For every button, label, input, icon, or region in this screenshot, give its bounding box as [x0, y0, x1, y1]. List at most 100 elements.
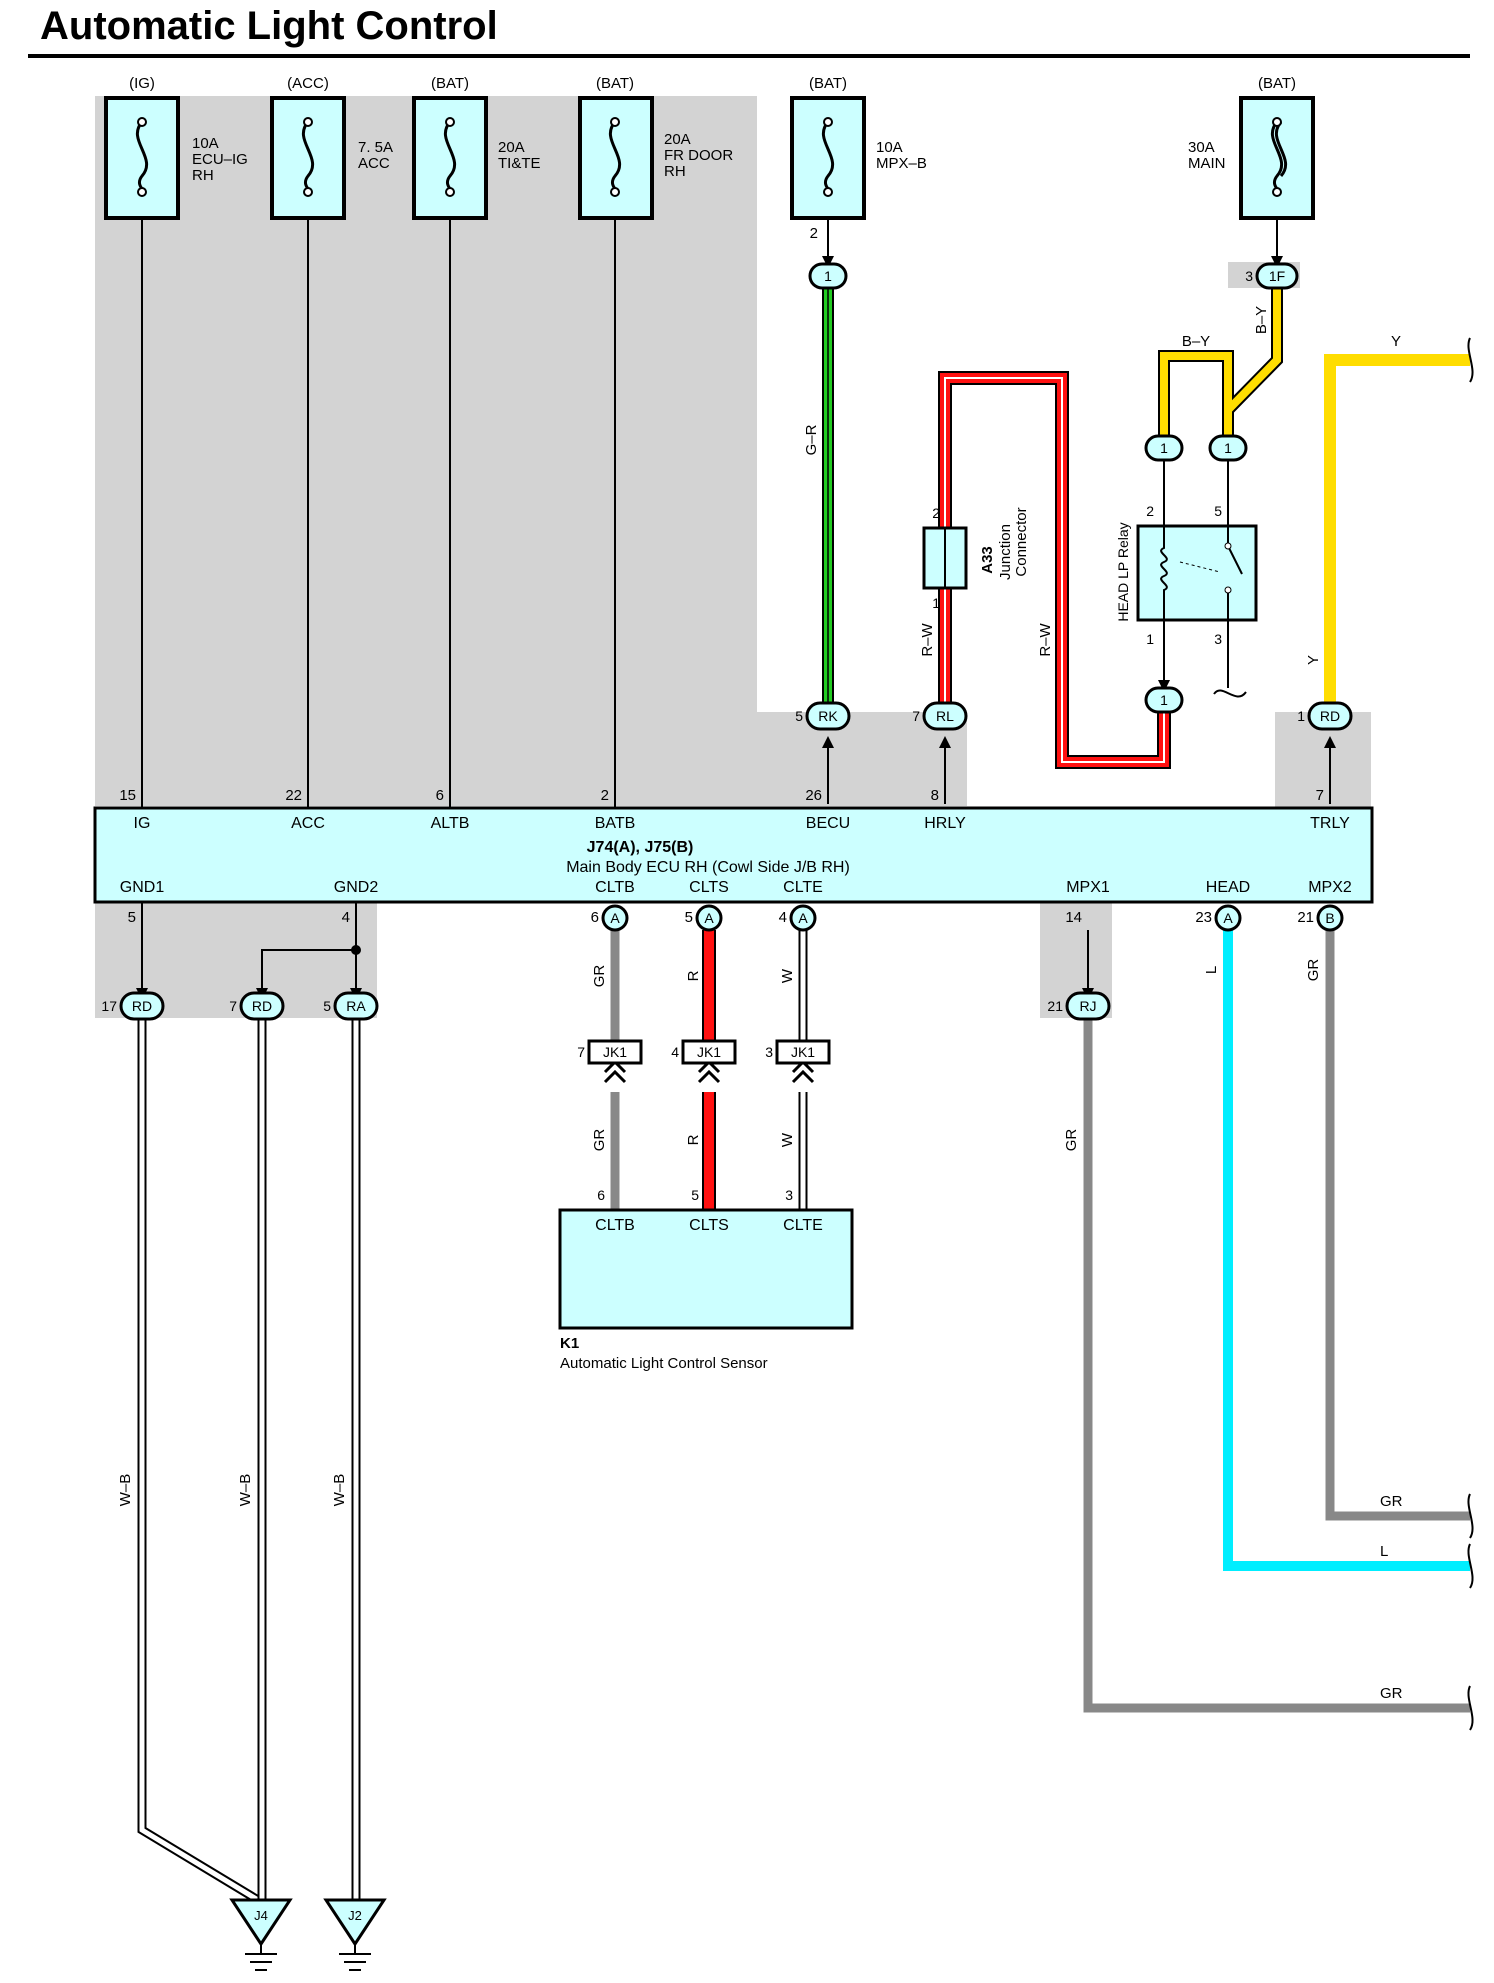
fuse-titemp: (BAT) 20A TI&TE — [412, 75, 541, 220]
ecu-pin-number: 6 — [591, 909, 599, 926]
ecu-pin-number: 26 — [805, 787, 822, 804]
ground-icon — [245, 1944, 277, 1971]
relay-coil-icon — [1160, 526, 1168, 620]
light-control-sensor: 6 5 3 CLTB CLTS CLTE K1 Automatic Light … — [558, 1187, 854, 1372]
connector-badge — [601, 904, 629, 932]
pin-number: 3 — [1214, 631, 1222, 647]
ecu-terminal-label: HRLY — [924, 815, 966, 832]
connector-pin: 5 — [323, 998, 331, 1014]
connector-code: RK — [818, 708, 838, 724]
ecu-pin-number: 6 — [436, 787, 444, 804]
connector-pin: 7 — [577, 1044, 585, 1060]
splice-dot — [351, 945, 361, 955]
pin-number: 2 — [1146, 503, 1154, 519]
connector-code: RA — [346, 998, 366, 1014]
ecu-pin-number: 7 — [1316, 787, 1324, 804]
wire-r-w — [938, 371, 1171, 769]
connector-body — [1255, 262, 1299, 290]
connector-code: RD — [132, 998, 152, 1014]
ecu-terminal-group: 15IG22ACC6ALTB2BATB26BECU8HRLY7TRLYGND15… — [119, 787, 1352, 932]
junction-id: A33 — [979, 546, 996, 574]
connector-pin: 17 — [101, 998, 117, 1014]
connector-relay-in2: 1 — [1144, 434, 1184, 462]
fuse-ig: (IG) 10A ECU–IG RH — [104, 75, 248, 220]
fuse-supply: (IG) — [129, 75, 155, 92]
ground-id: J2 — [348, 1908, 362, 1923]
fuse-group: (IG) 10A ECU–IG RH (ACC) 7. 5A ACC (BAT)… — [104, 75, 1315, 220]
wire-label: R — [685, 970, 702, 981]
fuse-mpxb: (BAT) 10A MPX–B — [790, 75, 927, 220]
wire-label: W–B — [117, 1474, 134, 1507]
fuse-name-2: RH — [192, 167, 214, 184]
fuse-box — [578, 96, 654, 220]
sensor-name: Automatic Light Control Sensor — [560, 1355, 768, 1372]
connector-code: A — [704, 910, 714, 926]
connector-body — [1208, 434, 1248, 462]
pin-number: 2 — [932, 505, 940, 521]
connector-body — [119, 991, 165, 1021]
connector-body — [333, 991, 379, 1021]
connector-relay-in5: 1 — [1208, 434, 1248, 462]
connector-body — [1065, 991, 1111, 1021]
connector-ra: RA 5 — [323, 991, 379, 1021]
ecu-terminal-label: ALTB — [431, 815, 470, 832]
ecu-pin-number: 14 — [1065, 909, 1082, 926]
ground-id: J4 — [254, 1908, 268, 1923]
connector-body — [775, 1039, 831, 1065]
wire-label: GR — [1380, 1493, 1403, 1510]
connector-code: RD — [1320, 708, 1340, 724]
ecu-terminal-label: MPX2 — [1308, 879, 1352, 896]
wire-label: R–W — [919, 622, 936, 656]
connector-pin: 1 — [1297, 708, 1305, 724]
ground-j2: J2 — [323, 1898, 387, 1971]
wires-sensor — [610, 930, 808, 1210]
connector-code: B — [1325, 910, 1334, 926]
ground-icon — [339, 1944, 371, 1971]
ecu-pin-number: 4 — [342, 909, 350, 926]
fuse-box — [104, 96, 180, 220]
pin-number: 3 — [785, 1187, 793, 1203]
ecu-pin-number: 21 — [1297, 909, 1314, 926]
fuse-box — [412, 96, 488, 220]
fuse-box — [790, 96, 866, 220]
sensor-box — [558, 1208, 854, 1330]
wire-label: W–B — [237, 1474, 254, 1507]
ecu-terminal-label: GND2 — [334, 879, 379, 896]
connector-body — [808, 262, 848, 290]
ecu-terminal-label: HEAD — [1206, 879, 1250, 896]
fuse-rating: 20A — [664, 131, 691, 148]
wire-label: B–Y — [1182, 333, 1210, 350]
connector-code: A — [798, 910, 808, 926]
connector-code: 1 — [1224, 440, 1232, 456]
fuse-supply: (BAT) — [809, 75, 847, 92]
connector-code: 1 — [1160, 692, 1168, 708]
junction-desc: Connector — [1013, 507, 1030, 576]
connector-code: RD — [252, 998, 272, 1014]
wire-label: W — [779, 1132, 796, 1147]
fuse-supply: (ACC) — [287, 75, 329, 92]
wire-label: G–R — [803, 424, 820, 455]
ecu-terminal-label: IG — [134, 815, 151, 832]
connector-pin: 7 — [229, 998, 237, 1014]
ecu-pin-number: 5 — [128, 909, 136, 926]
connector-body — [681, 1039, 737, 1065]
ecu-terminal-label: CLTE — [783, 879, 823, 896]
ecu-name: J74(A), J75(B) — [587, 839, 694, 856]
fuse-name: TI&TE — [498, 155, 541, 172]
sensor-terminal-label: CLTE — [783, 1217, 823, 1234]
main-body-ecu: J74(A), J75(B) Main Body ECU RH (Cowl Si… — [93, 806, 1374, 904]
connector-pin: 7 — [912, 708, 920, 724]
connector-code: A — [1223, 910, 1233, 926]
junction-a33: 2 1 A33 Junction Connector — [922, 505, 1030, 611]
connector-code: RJ — [1079, 998, 1096, 1014]
sensor-id: K1 — [560, 1335, 579, 1352]
wire-label: W — [779, 968, 796, 983]
connector-body — [239, 991, 285, 1021]
fuse-box — [270, 96, 346, 220]
connector-body — [1144, 434, 1184, 462]
ecu-pin-number: 22 — [285, 787, 302, 804]
connector-rd-top: RD 1 — [1297, 701, 1353, 731]
connector-body — [922, 701, 968, 731]
wires-w-b — [137, 1020, 361, 1904]
